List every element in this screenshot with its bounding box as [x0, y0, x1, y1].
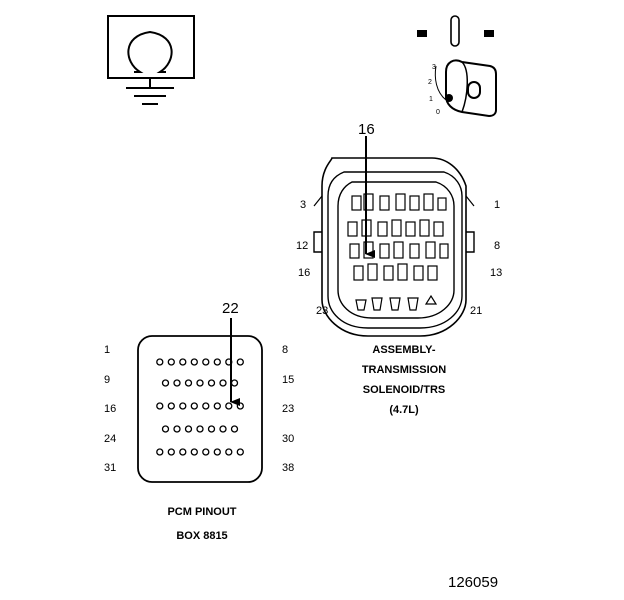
- key-position-2: 2: [428, 79, 432, 86]
- pcm-pin-32: [167, 448, 175, 456]
- pcm-pin-31: [156, 448, 164, 456]
- pcm-caption-line-2: BOX 8815: [176, 530, 227, 542]
- pcm-pin-37: [225, 448, 233, 456]
- pcm-pin-1: [156, 358, 164, 366]
- figure-number: 126059: [448, 574, 498, 591]
- pcm-connector: 22 1 9 16 24 31 8 15 23 30 38 PCM PINOUT…: [104, 300, 294, 542]
- solenoid-pin-1: 1: [494, 199, 500, 211]
- solenoid-pin-23: 23: [316, 305, 328, 317]
- pcm-pin-16: [156, 402, 164, 410]
- pcm-pin-14: [219, 379, 227, 387]
- pcm-pin-9: [161, 379, 170, 387]
- pcm-pin-12: [196, 379, 204, 387]
- solenoid-callout: 16: [358, 121, 375, 138]
- pcm-row-5-left: 31: [104, 462, 116, 474]
- pcm-pin-15: [230, 379, 239, 387]
- pcm-pin-33: [179, 448, 187, 456]
- pcm-row-4-right: 30: [282, 433, 294, 445]
- solenoid-caption-line-4: (4.7L): [389, 404, 419, 416]
- pcm-pin-5: [202, 358, 210, 366]
- pcm-pin-18: [179, 402, 187, 410]
- pcm-pin-19: [190, 402, 198, 410]
- solenoid-pin-3: 3: [300, 199, 306, 211]
- pcm-row-5-right: 38: [282, 462, 294, 474]
- terminal-cavities: [347, 193, 449, 311]
- pcm-pin-34: [190, 448, 198, 456]
- pcm-pin-20: [202, 402, 210, 410]
- solenoid-connector: 16 3 1 12 8 16 13 23 21 ASSEMBLY- TRANSM…: [296, 121, 502, 416]
- solenoid-pin-21: 21: [470, 305, 482, 317]
- pcm-pin-13: [207, 379, 216, 387]
- solenoid-pin-13: 13: [490, 267, 502, 279]
- pcm-row-2-right: 15: [282, 374, 294, 386]
- pcm-row-3-right: 23: [282, 403, 294, 415]
- pcm-row-1-left: 1: [104, 344, 110, 356]
- pcm-callout: 22: [222, 300, 239, 317]
- pcm-pin-36: [213, 448, 221, 456]
- pcm-row-4-left: 24: [104, 433, 116, 445]
- pcm-row-2-left: 9: [104, 374, 110, 386]
- pcm-pin-8: [236, 358, 244, 366]
- ohm-ground-icon: [107, 15, 195, 105]
- pcm-pin-26: [184, 425, 193, 433]
- solenoid-pin-8: 8: [494, 240, 500, 252]
- pcm-pin-3: [179, 358, 187, 366]
- pcm-pin-22: [225, 402, 233, 410]
- pcm-row-3-left: 16: [104, 403, 116, 415]
- pcm-pin-25: [173, 425, 181, 433]
- solenoid-caption-line-2: TRANSMISSION: [362, 364, 446, 376]
- pcm-pin-17: [167, 402, 175, 410]
- pcm-pin-28: [207, 425, 216, 433]
- pcm-pin-10: [173, 379, 181, 387]
- ignition-key-icon: 3 2 1 0: [417, 15, 497, 118]
- key-position-3: 3: [432, 64, 436, 71]
- pcm-pin-11: [184, 379, 193, 387]
- pcm-pin-4: [190, 358, 198, 366]
- pcm-pin-21: [213, 402, 221, 410]
- pcm-pin-23: [236, 402, 244, 410]
- pcm-pin-29: [219, 425, 227, 433]
- key-position-0: 0: [436, 109, 440, 116]
- pcm-pin-grid: [156, 358, 244, 456]
- pcm-pin-38: [236, 448, 244, 456]
- pcm-caption-line-1: PCM PINOUT: [167, 506, 236, 518]
- pcm-pin-35: [202, 448, 210, 456]
- solenoid-pin-16: 16: [298, 267, 310, 279]
- key-position-1: 1: [429, 96, 433, 103]
- solenoid-pin-12: 12: [296, 240, 308, 252]
- pcm-pin-24: [161, 425, 170, 433]
- pcm-pin-2: [167, 358, 175, 366]
- solenoid-caption-line-1: ASSEMBLY-: [372, 344, 436, 356]
- pcm-pin-6: [213, 358, 221, 366]
- pcm-row-1-right: 8: [282, 344, 288, 356]
- pcm-pin-30: [230, 425, 239, 433]
- pcm-pin-27: [196, 425, 204, 433]
- solenoid-caption-line-3: SOLENOID/TRS: [363, 384, 446, 396]
